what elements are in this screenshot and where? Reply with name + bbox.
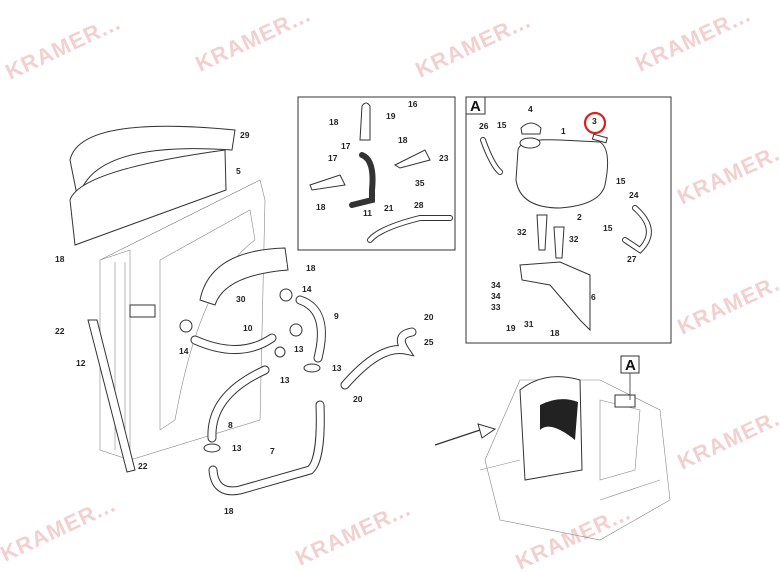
callout-box_a-24: 24 — [629, 190, 639, 200]
callout-box_a-4: 4 — [528, 104, 533, 114]
inset-box — [297, 96, 456, 251]
callout-left-7: 7 — [270, 446, 275, 456]
detail-box-a — [465, 96, 672, 344]
callout-left-20: 20 — [424, 312, 434, 322]
callout-box_a-18: 18 — [550, 328, 560, 338]
callout-left-5: 5 — [236, 166, 241, 176]
watermark-text: KRAMER... — [2, 10, 125, 85]
callout-inset-21: 21 — [384, 203, 394, 213]
callout-box_a-15: 15 — [497, 120, 507, 130]
callout-left-18: 18 — [224, 506, 234, 516]
callout-left-25: 25 — [424, 337, 434, 347]
callout-box_a-27: 27 — [627, 254, 637, 264]
callout-inset-19: 19 — [386, 111, 396, 121]
callout-box_a-31: 31 — [524, 319, 534, 329]
watermark-text: KRAMER... — [632, 2, 755, 77]
callout-left-29: 29 — [240, 130, 250, 140]
callout-box_a-34: 34 — [491, 291, 501, 301]
inset-parts — [309, 102, 453, 243]
callout-box_a-32: 32 — [569, 234, 579, 244]
highlight-circle-part-3 — [583, 111, 607, 135]
callout-left-13: 13 — [294, 344, 304, 354]
callout-left-22: 22 — [138, 461, 148, 471]
pointer-arrow — [434, 429, 481, 446]
cap-4 — [520, 122, 542, 135]
callout-box_a-1: 1 — [561, 126, 566, 136]
callout-inset-28: 28 — [414, 200, 424, 210]
callout-left-12: 12 — [76, 358, 86, 368]
callout-box_a-32: 32 — [517, 227, 527, 237]
expansion-tank-1 — [515, 139, 609, 209]
callout-left-9: 9 — [334, 311, 339, 321]
bracket-12 — [87, 319, 136, 473]
callout-inset-23: 23 — [439, 153, 449, 163]
callout-inset-11: 11 — [363, 208, 372, 218]
radiator-outlet — [129, 304, 156, 318]
callout-box_a-15: 15 — [616, 176, 626, 186]
detail-a-marker: A — [625, 357, 636, 374]
watermark-text: KRAMER... — [512, 500, 635, 572]
radiator-core — [99, 179, 266, 461]
callout-left-18: 18 — [306, 263, 316, 273]
callout-left-13: 13 — [332, 363, 342, 373]
callout-left-20: 20 — [353, 394, 363, 404]
machine-overview — [479, 376, 671, 541]
watermark-text: KRAMER... — [674, 265, 780, 340]
callout-box_a-3: 3 — [592, 116, 597, 126]
callout-inset-17: 17 — [328, 153, 338, 163]
callout-box_a-6: 6 — [591, 292, 596, 302]
callout-box_a-2: 2 — [577, 212, 582, 222]
callout-left-8: 8 — [228, 420, 233, 430]
box-a-label: A — [470, 98, 481, 115]
callout-left-13: 13 — [232, 443, 242, 453]
watermark-text: KRAMER... — [0, 492, 119, 567]
callout-inset-35: 35 — [415, 178, 425, 188]
callout-inset-18: 18 — [398, 135, 408, 145]
shroud-5 — [69, 149, 227, 246]
callout-left-22: 22 — [55, 326, 65, 336]
callout-box_a-34: 34 — [491, 280, 501, 290]
callout-left-30: 30 — [236, 294, 246, 304]
seal-29 — [69, 125, 236, 201]
callout-box_a-15: 15 — [603, 223, 613, 233]
callout-inset-18: 18 — [316, 202, 326, 212]
fan-guard-30 — [199, 247, 289, 306]
expansion-tank-parts — [480, 122, 652, 332]
callout-left-14: 14 — [302, 284, 312, 294]
callout-left-10: 10 — [243, 323, 253, 333]
radiator-assembly — [69, 125, 417, 496]
watermark-text: KRAMER... — [292, 496, 415, 571]
callout-inset-18: 18 — [329, 117, 339, 127]
callout-inset-17: 17 — [341, 141, 351, 151]
callout-inset-16: 16 — [408, 99, 418, 109]
callout-box_a-26: 26 — [479, 121, 489, 131]
watermark-text: KRAMER... — [674, 400, 780, 475]
callout-box_a-33: 33 — [491, 302, 501, 312]
bracket-6 — [519, 261, 591, 332]
callout-left-18: 18 — [55, 254, 65, 264]
watermark-text: KRAMER... — [412, 8, 535, 83]
callout-box_a-19: 19 — [506, 323, 516, 333]
callout-left-14: 14 — [179, 346, 189, 356]
watermark-text: KRAMER... — [674, 135, 780, 210]
watermark-text: KRAMER... — [192, 2, 315, 77]
callout-left-13: 13 — [280, 375, 290, 385]
